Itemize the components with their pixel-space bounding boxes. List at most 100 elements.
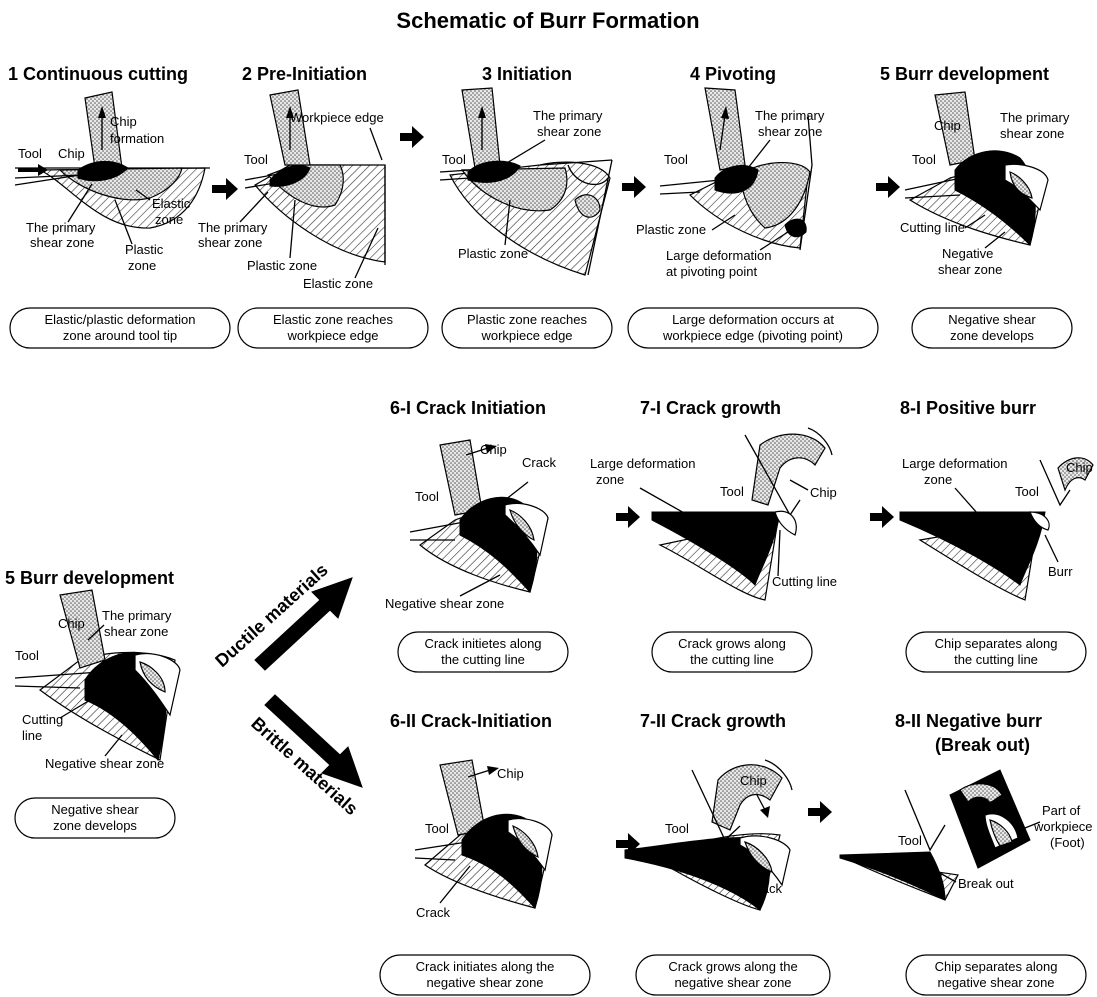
stage-5b-caption-box <box>14 797 176 839</box>
s3-primary-label-a: The primary <box>533 108 603 123</box>
stage-1-caption-line-2: zone around tool tip <box>63 328 177 343</box>
stage-5b-caption-line-1: Negative shear <box>51 802 139 817</box>
s1-plastic-label-b: zone <box>128 258 156 273</box>
s7ii-crack-label: Crack <box>748 881 782 896</box>
stage-5b-burr-development: 5 Burr development Chip The primary shea… <box>5 568 181 839</box>
s6ii-tool <box>414 839 481 861</box>
s2-tool <box>244 169 301 189</box>
s8ii-part-label-b: workpiece <box>1033 819 1093 834</box>
stage-6i-heading: 6-I Crack Initiation <box>390 398 546 418</box>
s6i-negative-label: Negative shear zone <box>385 596 504 611</box>
s3-workpiece-edge <box>587 159 613 276</box>
s8ii-tool-label: Tool <box>898 833 922 848</box>
stage-6ii-caption-line-1: Crack initiates along the <box>416 959 555 974</box>
s4-shear-dots <box>739 162 811 229</box>
s8ii-black-zone <box>839 851 946 901</box>
stage-8ii-caption-line-1: Chip separates along <box>935 959 1058 974</box>
stage-7ii-caption-box <box>635 954 831 996</box>
s8i-chip-label: Chip <box>1066 460 1093 475</box>
s5-negative-label-a: Negative <box>942 246 993 261</box>
s1-plastic-label-a: Plastic <box>125 242 164 257</box>
stage-2-caption-box <box>237 307 429 349</box>
stage-6ii-caption-box <box>379 954 591 996</box>
stage-8ii-negative-burr: 8-II Negative burr (Break out) Chip Part… <box>839 711 1093 996</box>
stage-6ii-caption-line-2: negative shear zone <box>426 975 543 990</box>
stage-4-caption-line-2: workpiece edge (pivoting point) <box>662 328 843 343</box>
s4-tool-label: Tool <box>664 152 688 167</box>
stage-7ii-caption-line-1: Crack grows along the <box>668 959 797 974</box>
s2-elastic-label: Elastic zone <box>303 276 373 291</box>
s5-tool-label: Tool <box>912 152 936 167</box>
s7ii-tool-label: Tool <box>665 821 689 836</box>
s1-tool-label: Tool <box>18 146 42 161</box>
arrow-6i-to-7i <box>616 506 640 528</box>
stage-7ii-crack-growth: 7-II Crack growth Chip Tool Crack Crack … <box>624 711 831 996</box>
s6ii-tool-label: Tool <box>425 821 449 836</box>
stage-5-caption-line-1: Negative shear <box>948 312 1036 327</box>
stage-3-caption-box <box>441 307 613 349</box>
s2-workpiece-edge-label: Workpiece edge <box>290 110 384 125</box>
s8i-burr-shape <box>1029 511 1050 531</box>
s5b-tool-label: Tool <box>15 648 39 663</box>
stage-2-caption-line-1: Elastic zone reaches <box>273 312 393 327</box>
stage-7i-crack-growth: 7-I Crack growth Large deformation zone … <box>590 398 837 673</box>
s5-primary-label-a: The primary <box>1000 110 1070 125</box>
arrow-1-to-2 <box>212 178 238 200</box>
s5b-chip-label: Chip <box>58 616 85 631</box>
arrow-2-to-3 <box>400 126 424 148</box>
stage-7i-caption-line-2: the cutting line <box>690 652 774 667</box>
s6ii-chip-label: Chip <box>497 766 524 781</box>
s4-pivot-zone <box>784 218 807 238</box>
s7ii-chip-label: Chip <box>740 773 767 788</box>
s4-workpiece-edge <box>799 114 813 251</box>
s7i-black-zone <box>651 511 781 586</box>
stage-2-caption-line-2: workpiece edge <box>286 328 378 343</box>
s4-primary-label-b: shear zone <box>758 124 822 139</box>
s2-primary-label-a: The primary <box>198 220 268 235</box>
stage-2-heading: 2 Pre-Initiation <box>242 64 367 84</box>
stage-6ii-crack-initiation: 6-II Crack-Initiation Chip Tool Crack Cr… <box>379 711 591 996</box>
s1-chip-label: Chip <box>58 146 85 161</box>
stage-4-caption-line-1: Large deformation occurs at <box>672 312 834 327</box>
s8i-chip <box>1057 457 1094 492</box>
s7i-cutting-label: Cutting line <box>772 574 837 589</box>
stage-8ii-heading-line-1: 8-II Negative burr <box>895 711 1042 731</box>
s8ii-part-label-c: (Foot) <box>1050 835 1085 850</box>
stage-4-pivoting: 4 Pivoting The primary shear zone Tool P… <box>627 64 879 349</box>
stage-7i-heading: 7-I Crack growth <box>640 398 781 418</box>
s6ii-crack-label: Crack <box>416 905 450 920</box>
s1-chip <box>84 91 123 169</box>
s8ii-chip-label: Chip <box>970 796 997 811</box>
s5-negative-label-b: shear zone <box>938 262 1002 277</box>
stage-7ii-caption-line-2: negative shear zone <box>674 975 791 990</box>
s8i-tool <box>1039 459 1071 507</box>
stage-8ii-caption-box <box>905 954 1087 996</box>
stage-8i-positive-burr: 8-I Positive burr Large deformation zone… <box>899 398 1094 673</box>
s7ii-tool <box>691 769 741 842</box>
s1-chip-formation-label-b: formation <box>110 131 164 146</box>
stage-5-caption-line-2: zone develops <box>950 328 1034 343</box>
s4-primary-label-a: The primary <box>755 108 825 123</box>
stage-1-continuous-cutting: 1 Continuous cutting Chip formation Tool… <box>8 64 231 349</box>
s4-chip <box>704 87 746 171</box>
stage-2-pre-initiation: 2 Pre-Initiation Workpiece edge Tool The… <box>198 64 429 349</box>
s1-elastic-label-a: Elastic <box>152 196 191 211</box>
s5-tool <box>904 174 976 199</box>
stage-7i-caption-line-1: Crack grows along <box>678 636 786 651</box>
s2-plastic-label: Plastic zone <box>247 258 317 273</box>
stage-5-heading: 5 Burr development <box>880 64 1049 84</box>
s5-cutting-line-label: Cutting line <box>900 220 965 235</box>
s7i-tool-label: Tool <box>720 484 744 499</box>
s8i-tool-label: Tool <box>1015 484 1039 499</box>
stage-8ii-caption-line-2: negative shear zone <box>937 975 1054 990</box>
stage-6ii-heading: 6-II Crack-Initiation <box>390 711 552 731</box>
s7i-tool <box>744 434 801 516</box>
arrow-4-to-5 <box>876 176 900 198</box>
s1-feed-arrow <box>18 164 48 176</box>
stage-3-caption-line-2: workpiece edge <box>480 328 572 343</box>
s3-tool <box>439 167 501 181</box>
s3-primary-shear-zone <box>467 160 521 183</box>
ductile-arrow <box>254 577 353 671</box>
s5b-cutting-label-b: line <box>22 728 42 743</box>
s7ii-black-zone <box>624 837 770 911</box>
